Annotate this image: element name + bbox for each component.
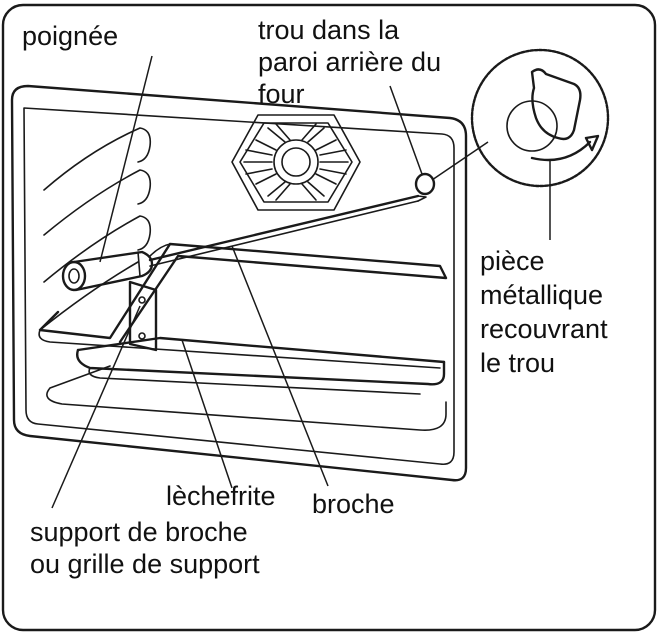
drip-pan bbox=[76, 336, 446, 395]
label-spit-support-line2: ou grille de support bbox=[30, 549, 260, 579]
label-handle: poignée bbox=[22, 20, 118, 52]
side-rails bbox=[39, 127, 152, 331]
fan-cover bbox=[231, 114, 361, 211]
label-metal-cover-plate-line1: pièce bbox=[480, 246, 545, 276]
label-spit-support-line1: support de broche bbox=[30, 517, 248, 547]
zoom-callout bbox=[470, 48, 610, 188]
label-spit-text: broche bbox=[312, 489, 395, 519]
support-grill bbox=[38, 242, 448, 369]
label-metal-cover-plate-line3: recouvrant bbox=[480, 314, 608, 344]
label-spit-support: support de broche ou grille de support bbox=[30, 516, 260, 580]
label-spit: broche bbox=[312, 488, 395, 520]
leader-lines bbox=[51, 55, 551, 509]
oven-cavity bbox=[10, 84, 468, 482]
spit-support-bracket bbox=[128, 280, 158, 352]
label-metal-cover-plate-line4: le trou bbox=[480, 348, 556, 378]
outer-frame bbox=[1, 3, 657, 632]
spit-rod bbox=[148, 194, 427, 267]
bottom-rack bbox=[46, 365, 447, 431]
label-metal-cover-plate-line2: métallique bbox=[480, 280, 604, 310]
label-drip-pan-text: lèchefrite bbox=[166, 481, 276, 511]
label-back-wall-hole-line2: paroi arrière du bbox=[258, 47, 442, 77]
label-drip-pan: lèchefrite bbox=[166, 480, 276, 512]
label-back-wall-hole: trou dans la paroi arrière du four bbox=[258, 14, 441, 110]
oven-cavity-inner bbox=[23, 107, 455, 466]
back-wall-hole bbox=[414, 172, 436, 196]
label-metal-cover-plate: pièce métallique recouvrant le trou bbox=[480, 244, 608, 380]
label-back-wall-hole-line1: trou dans la bbox=[258, 15, 400, 45]
label-handle-text: poignée bbox=[22, 21, 119, 51]
spit-handle bbox=[61, 250, 154, 292]
label-back-wall-hole-line3: four bbox=[258, 79, 305, 109]
